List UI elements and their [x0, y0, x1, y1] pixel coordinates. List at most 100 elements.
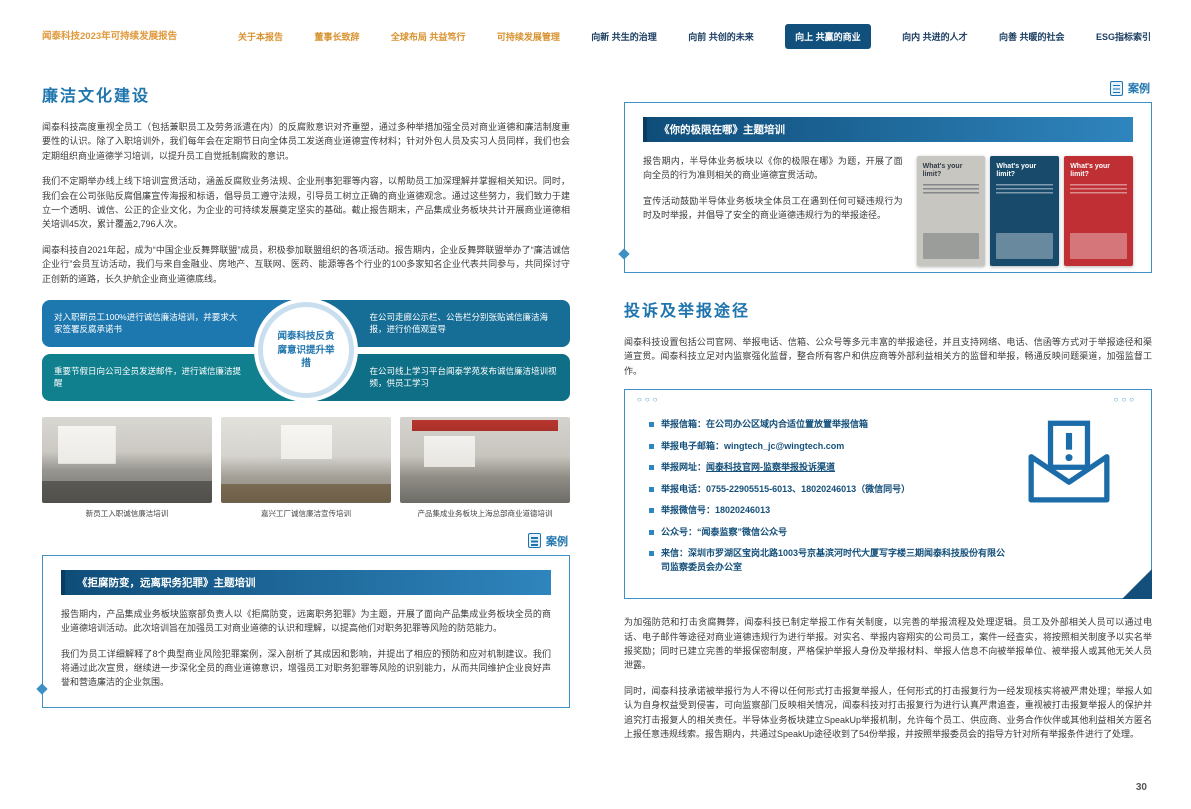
poster-text-lines [1070, 184, 1127, 197]
nav-item-governance[interactable]: 向新 共生的治理 [591, 32, 657, 42]
contact-item-website: 举报网址：闻泰科技官网-监察举报投诉渠道 [649, 461, 1011, 475]
poster-text-lines [922, 184, 980, 197]
nav-item-business-active[interactable]: 向上 共赢的商业 [785, 24, 871, 49]
contact-label: 举报微信号： [661, 505, 716, 516]
bullet-icon [649, 551, 654, 557]
poster-whats-your-limit-red: What's your limit? [1064, 156, 1133, 266]
poster-whats-your-limit-gray: What's your limit? [916, 156, 986, 266]
contact-value: 18020246013 [715, 505, 771, 516]
bullet-icon [649, 443, 654, 449]
contact-label: 来信： [661, 548, 689, 559]
contact-item-phone: 举报电话：0755-22905515-6013、18020246013（微信同号… [649, 483, 1011, 497]
case-text: 报告期内，半导体业务板块以《你的极限在哪》为题，开展了面向全员的行为准则相关的商… [643, 154, 903, 266]
envelope-icon [1025, 418, 1113, 511]
section-title-report-channels: 投诉及举报途径 [624, 303, 751, 320]
anti-corruption-measures-diagram: 对入职新员工100%进行诚信廉洁培训，并要求大家签署反腐承诺书 在公司走廊公示栏… [42, 299, 570, 401]
poster-whats-your-limit-navy: What's your limit? [990, 156, 1060, 266]
contact-label: 举报网址： [661, 462, 707, 473]
diagram-box-new-employee-training: 对入职新员工100%进行诚信廉洁培训，并要求大家签署反腐承诺书 [42, 299, 303, 347]
contact-label: 举报电话： [661, 483, 707, 494]
corner-fold-decoration [1122, 569, 1152, 600]
poster-title: What's your limit? [922, 163, 963, 179]
report-logo: 闻泰科技2023年可持续发展报告 [42, 30, 178, 42]
training-photo-1: 新员工入职诚信廉洁培训 [42, 416, 212, 519]
diagram-box-label: 对入职新员工100%进行诚信廉洁培训，并要求大家签署反腐承诺书 [54, 311, 238, 335]
photo-caption: 嘉兴工厂诚信廉洁宣传培训 [261, 508, 351, 518]
diagram-center-label: 闻泰科技反贪腐意识提升举措 [277, 330, 335, 370]
right-column: 案例 《你的极限在哪》主题培训 报告期内，半导体业务板块以《你的极限在哪》为题，… [624, 76, 1152, 752]
nav-item-sustainable-management[interactable]: 可持续发展管理 [496, 32, 560, 42]
training-photo-3: 产品集成业务板块上海总部商业道德培训 [400, 416, 570, 519]
classroom-photo [221, 416, 391, 503]
training-photo-row: 新员工入职诚信廉洁培训 嘉兴工厂诚信廉洁宣传培训 产品集成业务板块上海总部商业道… [42, 416, 570, 519]
case-paragraph: 报告期内，半导体业务板块以《你的极限在哪》为题，开展了面向全员的行为准则相关的商… [643, 156, 903, 181]
classroom-photo [400, 416, 570, 503]
nav-item-society[interactable]: 向善 共暖的社会 [999, 32, 1065, 42]
nav-item-about-report[interactable]: 关于本报告 [238, 32, 284, 42]
left-column: 廉洁文化建设 闻泰科技高度重视全员工（包括兼职员工及劳务派遣在内）的反腐败意识对… [42, 76, 570, 708]
main-nav: 关于本报告 董事长致辞 全球布局 共益笃行 可持续发展管理 向新 共生的治理 向… [238, 24, 1151, 49]
nav-item-esg-index[interactable]: ESG指标索引 [1095, 32, 1151, 42]
diagram-center-circle: 闻泰科技反贪腐意识提升举措 [258, 302, 354, 399]
bullet-icon [649, 508, 654, 514]
case-box-duty-crime-training: 《拒腐防变，远离职务犯罪》主题培训 报告期内，产品集成业务板块监察部负责人以《拒… [42, 554, 570, 708]
contact-value: “闻泰监察”微信公众号 [697, 526, 788, 537]
case-tag: 案例 [44, 533, 568, 549]
photo-caption: 产品集成业务板块上海总部商业道德培训 [417, 508, 553, 518]
case-box-limit-training: 《你的极限在哪》主题培训 报告期内，半导体业务板块以《你的极限在哪》为题，开展了… [624, 102, 1152, 273]
nav-item-chairman-message[interactable]: 董事长致辞 [314, 32, 360, 42]
bullet-icon [649, 422, 654, 428]
case-body: 报告期内，半导体业务板块以《你的极限在哪》为题，开展了面向全员的行为准则相关的商… [643, 154, 1133, 266]
contact-label: 举报电子邮箱： [661, 440, 725, 451]
integrity-paragraph-3: 闻泰科技自2021年起，成为“中国企业反舞弊联盟”成员，积极参加联盟组织的各项活… [42, 244, 570, 284]
limit-posters: What's your limit? What's your limit? Wh… [916, 154, 1133, 266]
integrity-paragraph-1: 闻泰科技高度重视全员工（包括兼职员工及劳务派遣在内）的反腐败意识对齐重塑，通过多… [42, 122, 570, 161]
diagram-box-label: 在公司线上学习平台闻泰学苑发布诚信廉洁培训视频，供员工学习 [369, 365, 557, 389]
case-title-bar: 《你的极限在哪》主题培训 [643, 117, 1133, 142]
section-title-integrity-culture: 廉洁文化建设 [42, 88, 151, 105]
poster-artwork [996, 233, 1054, 259]
training-photo-2: 嘉兴工厂诚信廉洁宣传培训 [221, 416, 391, 519]
contact-list: 举报信箱：在公司办公区域内合适位置放置举报信箱 举报电子邮箱：wingtech_… [649, 418, 1011, 574]
contact-item-official-account: 公众号：“闻泰监察”微信公众号 [649, 526, 1011, 540]
document-icon [528, 533, 541, 549]
bullet-icon [649, 529, 654, 535]
contact-label: 举报信箱： [661, 419, 707, 430]
case-paragraph: 宣传活动鼓励半导体业务板块全体员工在遇到任何可疑违规行为时及时举报，并倡导了安全… [643, 195, 903, 221]
contact-value: 0755-22905515-6013、18020246013（微信同号） [706, 483, 911, 494]
classroom-photo [42, 416, 212, 503]
contact-item-wechat: 举报微信号：18020246013 [649, 504, 1011, 518]
report-channels-intro: 闻泰科技设置包括公司官网、举报电话、信箱、公众号等多元丰富的举报途径，并且支持网… [624, 337, 1152, 376]
poster-title: What's your limit? [1070, 163, 1110, 179]
poster-artwork [922, 233, 980, 259]
case-tag-label: 案例 [1128, 83, 1150, 95]
contact-website-link[interactable]: 闻泰科技官网-监察举报投诉渠道 [706, 462, 836, 473]
bullet-icon [649, 465, 654, 471]
photo-caption: 新员工入职诚信廉洁培训 [85, 508, 169, 518]
case-title-bar: 《拒腐防变，远离职务犯罪》主题培训 [61, 569, 551, 595]
contact-value: 在公司办公区域内合适位置放置举报信箱 [706, 419, 869, 430]
diagram-box-posters: 在公司走廊公示栏、公告栏分别张贴诚信廉洁海报，进行价值观宣导 [309, 299, 570, 347]
nav-item-global-layout[interactable]: 全球布局 共益笃行 [390, 32, 466, 42]
bullet-icon [649, 486, 654, 492]
contact-email-value[interactable]: wingtech_jc@wingtech.com [724, 440, 845, 451]
case-tag-label: 案例 [546, 535, 568, 548]
case-paragraph: 报告期内，产品集成业务板块监察部负责人以《拒腐防变，远离职务犯罪》为主题，开展了… [61, 608, 551, 634]
document-icon [1110, 80, 1123, 96]
poster-text-lines [996, 184, 1054, 197]
case-tag: 案例 [626, 80, 1150, 96]
dots-decoration [637, 395, 661, 404]
nav-item-talent[interactable]: 向内 共进的人才 [902, 32, 968, 42]
contact-item-email: 举报电子邮箱：wingtech_jc@wingtech.com [649, 440, 1011, 454]
closing-paragraph-1: 为加强防范和打击贪腐舞弊，闻泰科技已制定举报工作有关制度，以完善的举报流程及处理… [624, 617, 1152, 671]
diagram-box-label: 在公司走廊公示栏、公告栏分别张贴诚信廉洁海报，进行价值观宣导 [369, 311, 549, 335]
contact-label: 公众号： [661, 526, 698, 537]
page-number: 30 [1135, 782, 1147, 793]
integrity-paragraph-2: 我们不定期举办线上线下培训宣贯活动，涵盖反腐败业务法规、企业刑事犯罪等内容，以帮… [42, 176, 570, 230]
report-channels-box: 举报信箱：在公司办公区域内合适位置放置举报信箱 举报电子邮箱：wingtech_… [624, 389, 1152, 600]
contact-item-mailbox: 举报信箱：在公司办公区域内合适位置放置举报信箱 [649, 418, 1011, 432]
top-nav: 闻泰科技2023年可持续发展报告 关于本报告 董事长致辞 全球布局 共益笃行 可… [42, 24, 1151, 49]
nav-item-future[interactable]: 向前 共创的未来 [688, 32, 754, 42]
poster-artwork [1070, 233, 1127, 259]
